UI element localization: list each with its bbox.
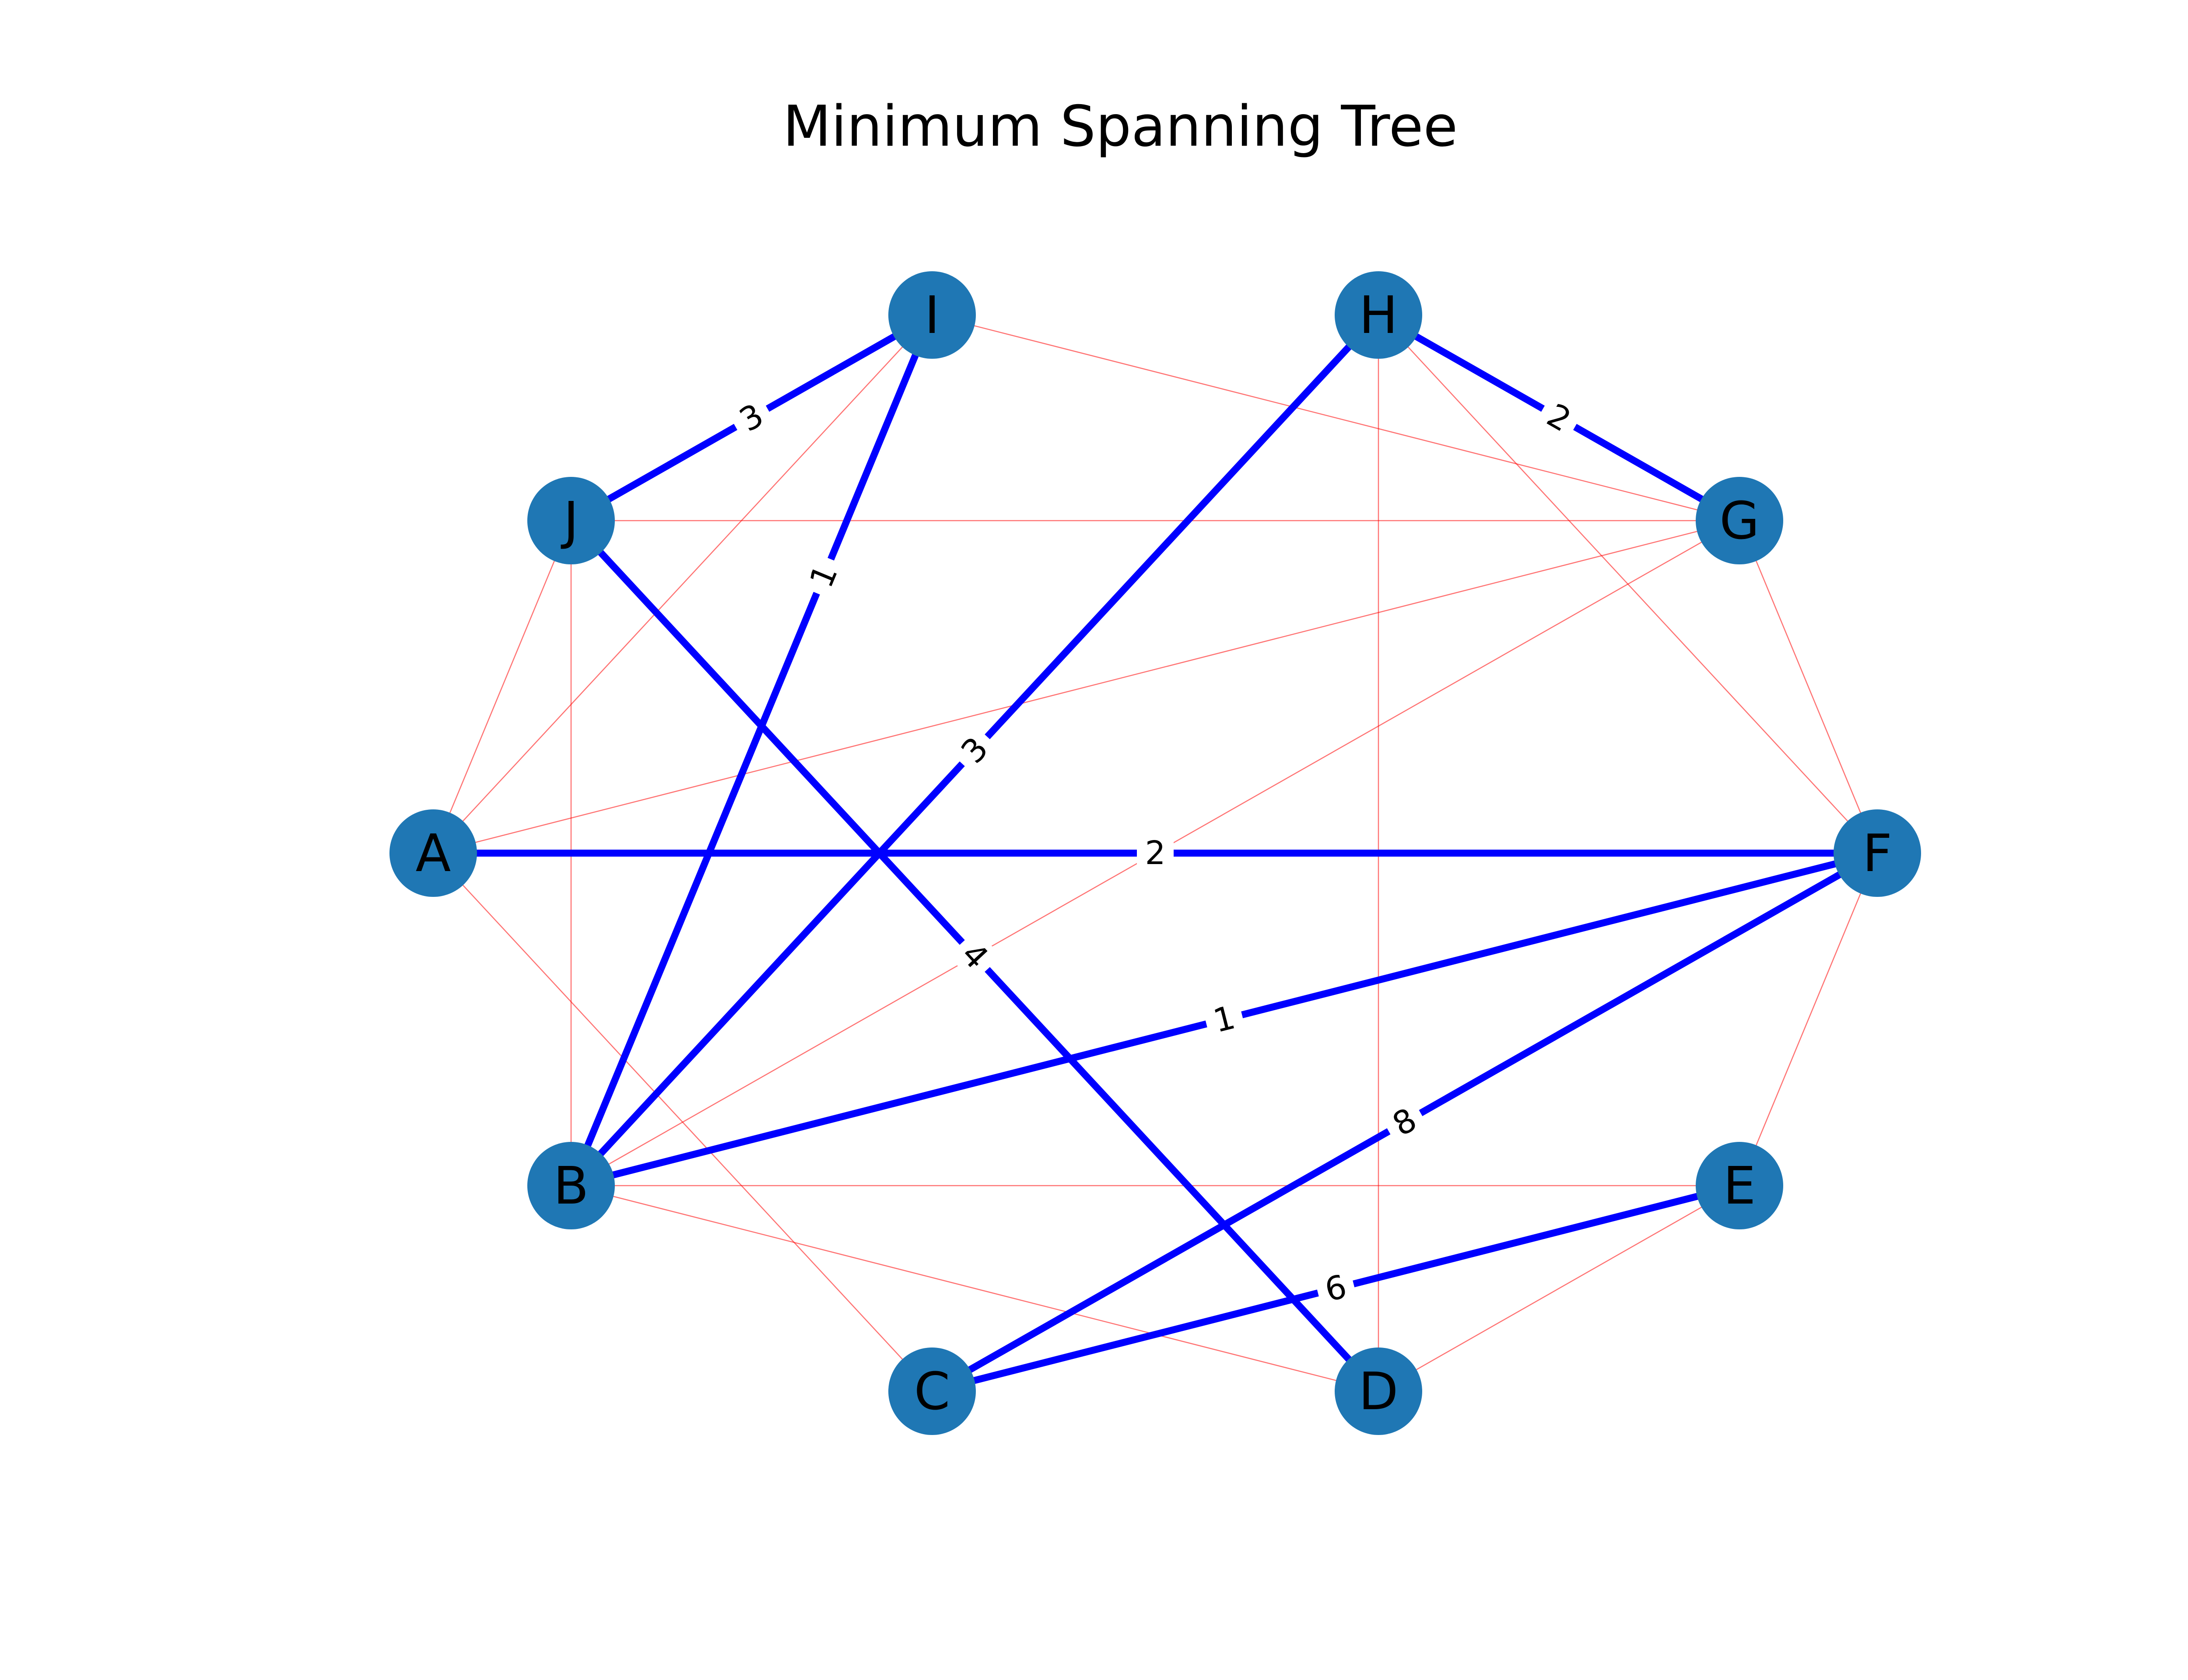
edge-weight-bg — [726, 392, 777, 444]
edge-A-G — [433, 520, 1740, 854]
edge-weight-bg — [799, 552, 849, 601]
node-G: G — [1696, 477, 1783, 564]
node-F: F — [1834, 809, 1921, 897]
node-circle — [1696, 477, 1783, 564]
node-label: B — [554, 1155, 589, 1216]
node-H: H — [1335, 271, 1422, 359]
node-A: A — [389, 809, 477, 897]
node-D: D — [1335, 1348, 1422, 1435]
edge-weight-J-I: 3 — [726, 392, 777, 444]
node-circle — [888, 1348, 976, 1435]
node-label: F — [1862, 823, 1892, 883]
edge-weight-bg — [1379, 1096, 1431, 1148]
node-circle — [1834, 809, 1921, 897]
node-circle — [389, 809, 477, 897]
edge-weight-bg — [948, 724, 1002, 777]
graph-nodes: A B C D E F G H I J — [389, 271, 1921, 1435]
edge-I-A — [433, 315, 933, 854]
mst-edge-B-I — [568, 313, 936, 1187]
edge-G-F — [1739, 520, 1878, 854]
node-circle — [1696, 1142, 1783, 1229]
edge-F-E — [1739, 853, 1878, 1186]
node-label: J — [561, 490, 579, 551]
node-label: G — [1719, 490, 1759, 551]
edge-weight-B-I: 1 — [799, 552, 849, 601]
node-C: C — [888, 1348, 976, 1435]
node-label: D — [1359, 1361, 1399, 1421]
edge-weight-bg — [1533, 392, 1585, 444]
edge-weight-A-F: 2 — [1137, 834, 1174, 872]
edge-weight-bg — [1313, 1265, 1359, 1312]
node-circle — [1335, 1348, 1422, 1435]
chart-title: Minimum Spanning Tree — [782, 94, 1458, 159]
node-label: A — [416, 823, 451, 883]
edge-I-G — [932, 314, 1740, 522]
edge-B-D — [571, 1185, 1379, 1392]
node-label: E — [1723, 1155, 1756, 1216]
edge-weight-H-G: 2 — [1533, 392, 1585, 444]
edge-E-D — [1378, 1185, 1740, 1392]
node-label: H — [1359, 285, 1398, 345]
node-circle — [527, 477, 615, 564]
node-circle — [888, 271, 976, 359]
edge-H-F — [1378, 315, 1878, 854]
node-label: I — [925, 285, 940, 345]
edge-weight-bg — [948, 929, 1002, 983]
node-E: E — [1696, 1142, 1783, 1229]
edge-weight-C-E: 6 — [1313, 1265, 1359, 1312]
node-I: I — [888, 271, 976, 359]
edge-weight-bg — [1137, 834, 1174, 872]
node-circle — [1335, 271, 1422, 359]
edge-weight-bg — [1201, 996, 1247, 1043]
edge-J-A — [432, 520, 572, 854]
edge-weight-text: 2 — [1145, 834, 1165, 872]
node-B: B — [527, 1142, 615, 1229]
edge-weight-C-F: 8 — [1379, 1096, 1431, 1148]
node-J: J — [527, 477, 615, 564]
node-label: C — [914, 1361, 950, 1421]
edge-weight-B-F: 1 — [1201, 996, 1247, 1043]
node-circle — [527, 1142, 615, 1229]
